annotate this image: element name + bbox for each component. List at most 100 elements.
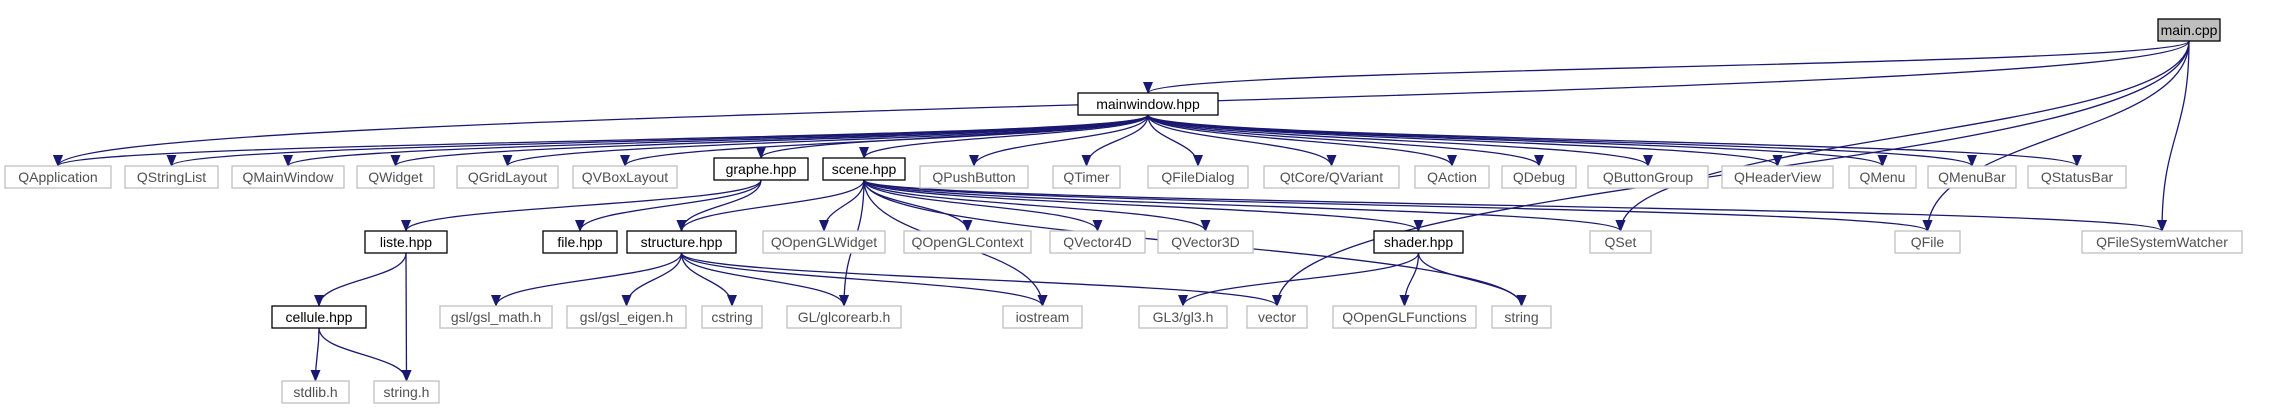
node-qvector4d[interactable]: QVector4D <box>1049 230 1146 254</box>
node-label-qmainwindow: QMainWindow <box>242 169 334 185</box>
node-scene-hpp[interactable]: scene.hpp <box>822 157 906 181</box>
node-qwidget[interactable]: QWidget <box>356 165 435 189</box>
node-box-cellule-hpp <box>271 305 367 329</box>
node-label-gsl-gsl-math-h: gsl/gsl_math.h <box>451 309 541 325</box>
node-qmainwindow[interactable]: QMainWindow <box>231 165 345 189</box>
node-qtcore-qvariant[interactable]: QtCore/QVariant <box>1263 165 1400 189</box>
node-gl3-gl3-h[interactable]: GL3/gl3.h <box>1138 305 1228 329</box>
edge-scene-hpp-to-structure-hpp <box>676 179 865 232</box>
edge-structure-hpp-to-iostream <box>680 252 1048 307</box>
edge-mainwindow-hpp-to-graphe-hpp <box>756 114 1149 159</box>
edge-graphe-hpp-to-file-hpp <box>575 179 762 232</box>
node-label-gl3-gl3-h: GL3/gl3.h <box>1153 309 1214 325</box>
node-label-graphe-hpp: graphe.hpp <box>726 161 797 177</box>
node-label-qopenglfunctions: QOpenGLFunctions <box>1342 309 1467 325</box>
node-iostream[interactable]: iostream <box>1002 305 1083 329</box>
node-box-qbuttongroup <box>1587 165 1709 189</box>
node-string-h[interactable]: string.h <box>373 380 440 404</box>
node-qmenubar[interactable]: QMenuBar <box>1927 165 2017 189</box>
node-cstring[interactable]: cstring <box>701 305 763 329</box>
edge-scene-hpp-to-qfile <box>863 179 1933 232</box>
node-qfile[interactable]: QFile <box>1894 230 1961 254</box>
node-label-gsl-gsl-eigen-h: gsl/gsl_eigen.h <box>580 309 673 325</box>
edge-mainwindow-hpp-to-qmenu <box>1147 114 1888 167</box>
node-main-cpp[interactable]: main.cpp <box>2157 18 2221 42</box>
node-box-main-cpp <box>2157 18 2221 42</box>
node-box-string <box>1491 305 1552 329</box>
node-qapplication[interactable]: QApplication <box>4 165 112 189</box>
node-label-cstring: cstring <box>711 309 752 325</box>
node-label-qstringlist: QStringList <box>137 169 206 185</box>
node-qdebug[interactable]: QDebug <box>1501 165 1577 189</box>
node-qheaderview[interactable]: QHeaderView <box>1721 165 1834 189</box>
node-box-mainwindow-hpp <box>1077 92 1219 116</box>
node-gsl-gsl-math-h[interactable]: gsl/gsl_math.h <box>439 305 553 329</box>
node-cellule-hpp[interactable]: cellule.hpp <box>271 305 367 329</box>
edge-structure-hpp-to-cstring <box>680 252 737 307</box>
node-mainwindow-hpp[interactable]: mainwindow.hpp <box>1077 92 1219 116</box>
node-gsl-gsl-eigen-h[interactable]: gsl/gsl_eigen.h <box>566 305 687 329</box>
edge-main-cpp-to-qfilesystemwatcher <box>2157 40 2190 232</box>
node-qmenu[interactable]: QMenu <box>1848 165 1917 189</box>
node-box-qmenu <box>1848 165 1917 189</box>
node-box-stdlib-h <box>281 380 350 404</box>
node-vector[interactable]: vector <box>1246 305 1308 329</box>
edge-mainwindow-hpp-to-scene-hpp <box>859 114 1149 159</box>
node-label-mainwindow-hpp: mainwindow.hpp <box>1096 96 1200 112</box>
node-gl-glcorearb-h[interactable]: GL/glcorearb.h <box>786 305 902 329</box>
node-box-qaction <box>1414 165 1490 189</box>
node-box-qwidget <box>356 165 435 189</box>
node-label-qapplication: QApplication <box>18 169 97 185</box>
node-string[interactable]: string <box>1491 305 1552 329</box>
node-label-qmenu: QMenu <box>1860 169 1906 185</box>
node-label-qdebug: QDebug <box>1513 169 1565 185</box>
node-liste-hpp[interactable]: liste.hpp <box>364 230 448 254</box>
node-box-qfilesystemwatcher <box>2081 230 2243 254</box>
edge-scene-hpp-to-qfilesystemwatcher <box>863 179 2167 232</box>
node-qfilesystemwatcher[interactable]: QFileSystemWatcher <box>2081 230 2243 254</box>
node-qpushbutton[interactable]: QPushButton <box>919 165 1029 189</box>
node-label-qvector3d: QVector3D <box>1171 234 1239 250</box>
edge-main-cpp-to-mainwindow-hpp <box>1143 40 2190 94</box>
node-qfiledialog[interactable]: QFileDialog <box>1147 165 1249 189</box>
node-graphe-hpp[interactable]: graphe.hpp <box>713 157 809 181</box>
node-label-qstatusbar: QStatusBar <box>2041 169 2114 185</box>
node-qvector3d[interactable]: QVector3D <box>1157 230 1254 254</box>
node-label-structure-hpp: structure.hpp <box>641 234 723 250</box>
node-file-hpp[interactable]: file.hpp <box>542 230 618 254</box>
node-qgridlayout[interactable]: QGridLayout <box>456 165 559 189</box>
edge-mainwindow-hpp-to-qmainwindow <box>283 114 1149 167</box>
node-qvboxlayout[interactable]: QVBoxLayout <box>572 165 678 189</box>
node-box-qdebug <box>1501 165 1577 189</box>
node-qstringlist[interactable]: QStringList <box>124 165 219 189</box>
edge-mainwindow-hpp-to-qwidget <box>390 114 1149 167</box>
node-qbuttongroup[interactable]: QButtonGroup <box>1587 165 1709 189</box>
node-box-qfile <box>1894 230 1961 254</box>
node-structure-hpp[interactable]: structure.hpp <box>626 230 737 254</box>
edge-main-cpp-to-qset <box>1615 40 2190 232</box>
node-box-file-hpp <box>542 230 618 254</box>
node-box-liste-hpp <box>364 230 448 254</box>
node-label-qwidget: QWidget <box>368 169 423 185</box>
node-label-qset: QSet <box>1605 234 1637 250</box>
node-qtimer[interactable]: QTimer <box>1052 165 1121 189</box>
node-shader-hpp[interactable]: shader.hpp <box>1373 230 1464 254</box>
node-label-liste-hpp: liste.hpp <box>380 234 432 250</box>
node-qstatusbar[interactable]: QStatusBar <box>2027 165 2127 189</box>
node-label-qfilesystemwatcher: QFileSystemWatcher <box>2096 234 2228 250</box>
node-stdlib-h[interactable]: stdlib.h <box>281 380 350 404</box>
node-qset[interactable]: QSet <box>1589 230 1652 254</box>
node-qopenglfunctions[interactable]: QOpenGLFunctions <box>1332 305 1477 329</box>
node-box-gsl-gsl-eigen-h <box>566 305 687 329</box>
node-qopenglcontext[interactable]: QOpenGLContext <box>903 230 1032 254</box>
node-label-qmenubar: QMenuBar <box>1938 169 2006 185</box>
node-label-vector: vector <box>1258 309 1296 325</box>
node-qaction[interactable]: QAction <box>1414 165 1490 189</box>
node-qopenglwidget[interactable]: QOpenGLWidget <box>762 230 886 254</box>
edge-liste-hpp-to-string-h <box>401 252 412 382</box>
edge-scene-hpp-to-qopenglwidget <box>819 179 865 232</box>
edge-structure-hpp-to-gsl-eigen-h <box>621 252 683 307</box>
node-box-qtimer <box>1052 165 1121 189</box>
node-box-qapplication <box>4 165 112 189</box>
